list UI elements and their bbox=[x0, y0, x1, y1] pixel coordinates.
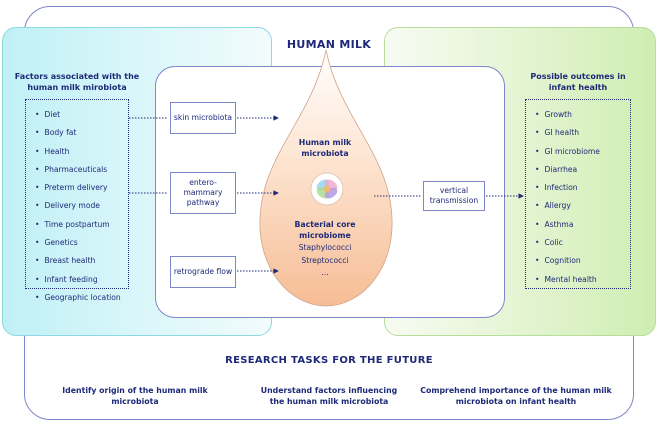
core-title: Bacterial core microbiome bbox=[294, 220, 356, 240]
outcome-item: Colic bbox=[535, 234, 630, 252]
outcome-item: Asthma bbox=[535, 216, 630, 234]
factor-item: Health bbox=[35, 143, 128, 161]
human-milk-title: HUMAN MILK bbox=[286, 38, 372, 51]
outcome-item: Cognition bbox=[535, 252, 630, 270]
drop-title: Human milk microbiota bbox=[298, 138, 352, 158]
factor-item: Diet bbox=[35, 106, 128, 124]
research-task: Identify origin of the human milk microb… bbox=[62, 386, 208, 406]
research-title: RESEARCH TASKS FOR THE FUTURE bbox=[225, 355, 433, 366]
research-task: Comprehend importance of the human milk … bbox=[420, 386, 612, 406]
factor-item: Pharmaceuticals bbox=[35, 161, 128, 179]
core-item: Staphylococci bbox=[298, 243, 352, 252]
outcome-item: Growth bbox=[535, 106, 630, 124]
vertical-transmission-label: vertical transmission bbox=[429, 186, 479, 205]
research-task: Understand factors influencing the human… bbox=[260, 386, 398, 406]
outcome-item: GI microbiome bbox=[535, 143, 630, 161]
microbiota-icon bbox=[310, 172, 344, 206]
factors-title: Factors associated with the human milk m… bbox=[14, 72, 140, 92]
factor-item: Preterm delivery bbox=[35, 179, 128, 197]
skin-microbiota-label: skin microbiota bbox=[173, 113, 233, 122]
factor-item: Body fat bbox=[35, 124, 128, 142]
entero-mammary-label: entero-mammary pathway bbox=[183, 178, 223, 207]
factor-item: Geographic location bbox=[35, 289, 128, 307]
factor-item: Time postpartum bbox=[35, 216, 128, 234]
factor-item: Infant feeding bbox=[35, 271, 128, 289]
outcome-item: GI health bbox=[535, 124, 630, 142]
outcome-item: Infection bbox=[535, 179, 630, 197]
vertical-transmission-box: vertical transmission bbox=[423, 181, 485, 211]
factor-item: Breast health bbox=[35, 252, 128, 270]
factors-list: Diet Body fat Health Pharmaceuticals Pre… bbox=[25, 99, 129, 302]
factor-item: Genetics bbox=[35, 234, 128, 252]
outcomes-title: Possible outcomes in infant health bbox=[530, 72, 626, 92]
core-item: ... bbox=[321, 268, 329, 277]
skin-microbiota-box: skin microbiota bbox=[170, 102, 236, 134]
outcomes-list: Growth GI health GI microbiome Diarrhea … bbox=[525, 99, 631, 289]
core-item: Streptococci bbox=[301, 256, 349, 265]
outcome-item: Diarrhea bbox=[535, 161, 630, 179]
outcome-item: Mental health bbox=[535, 271, 630, 289]
entero-mammary-box: entero-mammary pathway bbox=[170, 172, 236, 214]
factor-item: Delivery mode bbox=[35, 197, 128, 215]
retrograde-flow-label: retrograde flow bbox=[173, 267, 233, 276]
outcome-item: Allergy bbox=[535, 197, 630, 215]
retrograde-flow-box: retrograde flow bbox=[170, 256, 236, 288]
